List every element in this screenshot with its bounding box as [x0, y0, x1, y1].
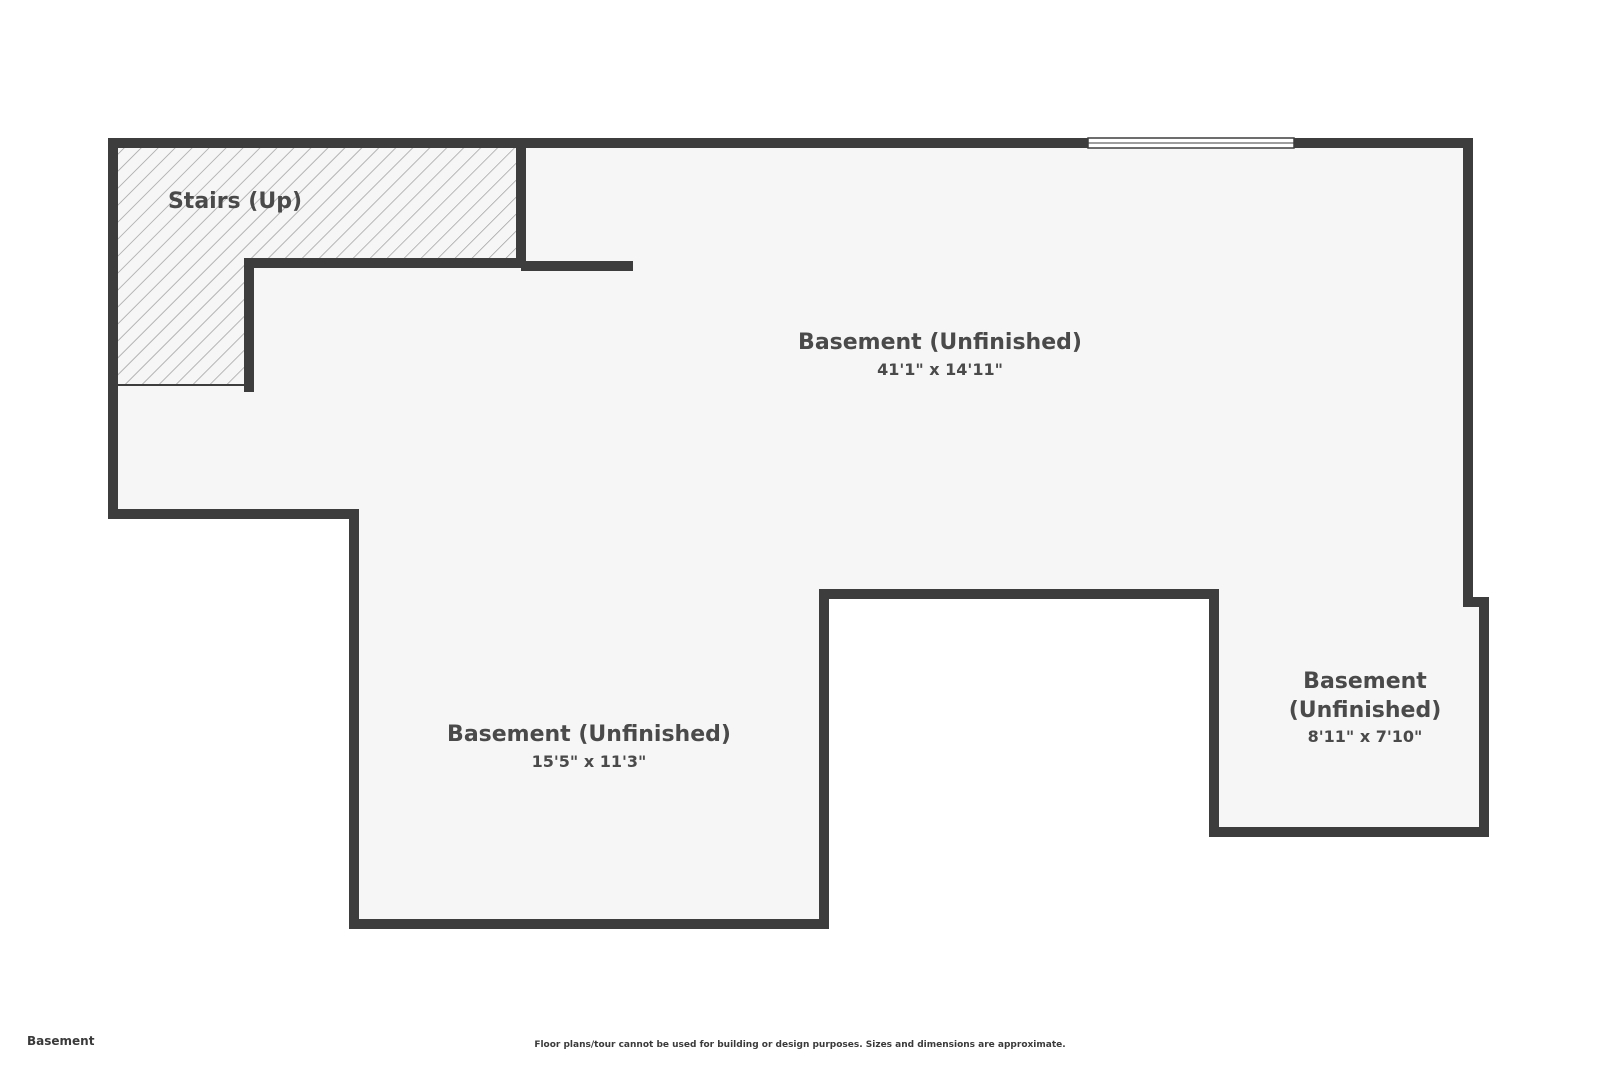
- right-room-name-line1: Basement: [1303, 669, 1427, 694]
- stairs-label: Stairs (Up): [168, 189, 302, 214]
- right-room-dims: 8'11" x 7'10": [1308, 727, 1423, 746]
- lower-left-room-name: Basement (Unfinished): [447, 722, 731, 747]
- exterior-wall: [108, 138, 1489, 929]
- stairs-hatch-area: [117, 147, 521, 385]
- interior-wall-stairs: [244, 143, 526, 392]
- floor-label: Basement: [27, 1034, 95, 1048]
- main-room-dims: 41'1" x 14'11": [877, 360, 1003, 379]
- basement-floor-area: [113, 143, 1484, 924]
- window: [1087, 137, 1295, 149]
- lower-left-room-dims: 15'5" x 11'3": [532, 752, 647, 771]
- main-room-name: Basement (Unfinished): [798, 330, 1082, 355]
- disclaimer-text: Floor plans/tour cannot be used for buil…: [534, 1040, 1066, 1050]
- right-room-name-line2: (Unfinished): [1289, 698, 1442, 723]
